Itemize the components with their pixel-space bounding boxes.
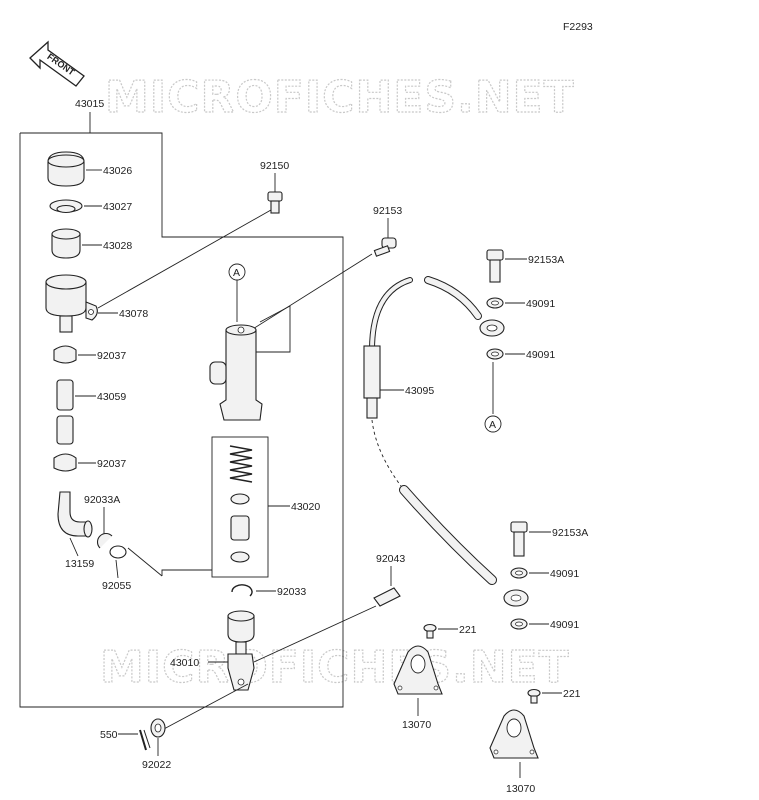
part-43028-diaphragm [51, 228, 81, 259]
label-92055: 92055 [102, 580, 131, 592]
label-49091-3: 49091 [550, 568, 579, 580]
ref-marker-a-left: A [228, 263, 246, 322]
svg-text:A: A [489, 419, 496, 431]
label-92043: 92043 [376, 553, 405, 565]
part-banjo-fitting-upper [479, 319, 505, 337]
label-43095: 43095 [405, 385, 434, 397]
part-221-screw-upper [423, 623, 437, 639]
label-92022: 92022 [142, 759, 171, 771]
label-92033A: 92033A [84, 494, 120, 506]
part-master-cylinder-body [209, 324, 263, 421]
label-43010: 43010 [170, 657, 199, 669]
part-49091-gasket-2 [486, 348, 504, 360]
label-43015: 43015 [75, 98, 104, 110]
part-43010-push-rod [227, 610, 255, 691]
label-43027: 43027 [103, 201, 132, 213]
part-43026-cap [47, 151, 85, 187]
figure-id: F2293 [563, 21, 593, 33]
part-43027-diaphragm-plate [49, 199, 83, 214]
part-221-screw-lower [527, 688, 541, 704]
label-49091-1: 49091 [526, 298, 555, 310]
part-92033A-circlip [96, 532, 113, 549]
part-13070-bracket-upper [393, 645, 443, 695]
label-92153: 92153 [373, 205, 402, 217]
part-92043-pin [373, 587, 401, 607]
part-13159-elbow-fitting [57, 491, 93, 538]
part-spring [229, 445, 253, 483]
label-92153A-lower: 92153A [552, 527, 588, 539]
label-92150: 92150 [260, 160, 289, 172]
watermark-top: MICROFICHES.NET [105, 72, 575, 123]
label-92033: 92033 [277, 586, 306, 598]
part-49091-gasket-1 [486, 297, 504, 309]
part-92037-clamp-upper [53, 345, 77, 364]
label-43020: 43020 [291, 501, 320, 513]
watermark-bottom: MICROFICHES.NET [100, 642, 570, 693]
label-92037-upper: 92037 [97, 350, 126, 362]
part-92153-bolt [373, 237, 397, 257]
label-221-upper: 221 [459, 624, 477, 636]
part-banjo-fitting-lower [503, 589, 529, 607]
label-550: 550 [100, 729, 118, 741]
label-43078: 43078 [119, 308, 148, 320]
part-49091-gasket-4 [510, 618, 528, 630]
part-92153A-banjo-bolt-lower [510, 521, 528, 557]
label-49091-4: 49091 [550, 619, 579, 631]
label-92153A-upper: 92153A [528, 254, 564, 266]
svg-text:A: A [233, 267, 240, 279]
ref-marker-a-right: A [484, 362, 502, 433]
label-13070-upper: 13070 [402, 719, 431, 731]
piston-kit-box [211, 436, 269, 578]
label-221-lower: 221 [563, 688, 581, 700]
part-92055-o-ring [109, 545, 127, 559]
label-43028: 43028 [103, 240, 132, 252]
part-13070-bracket-lower [489, 709, 539, 759]
part-43059-hose [56, 379, 74, 445]
part-92037-clamp-lower [53, 453, 77, 472]
label-13070-lower: 13070 [506, 783, 535, 795]
part-43078-reservoir [45, 274, 98, 333]
label-13159: 13159 [65, 558, 94, 570]
label-43026: 43026 [103, 165, 132, 177]
part-92153A-banjo-bolt-upper [486, 249, 504, 283]
part-92033-circlip [231, 584, 253, 597]
assembly-frame: 43015 [19, 98, 344, 708]
front-arrow-icon: FRONT [29, 40, 85, 87]
part-550-cotter-pin [139, 729, 151, 751]
part-92022-washer [150, 718, 166, 738]
label-49091-2: 49091 [526, 349, 555, 361]
label-92037-lower: 92037 [97, 458, 126, 470]
part-43095-brake-hose [363, 276, 497, 585]
part-49091-gasket-3 [510, 567, 528, 579]
label-43059: 43059 [97, 391, 126, 403]
part-92150-bolt [267, 191, 283, 214]
